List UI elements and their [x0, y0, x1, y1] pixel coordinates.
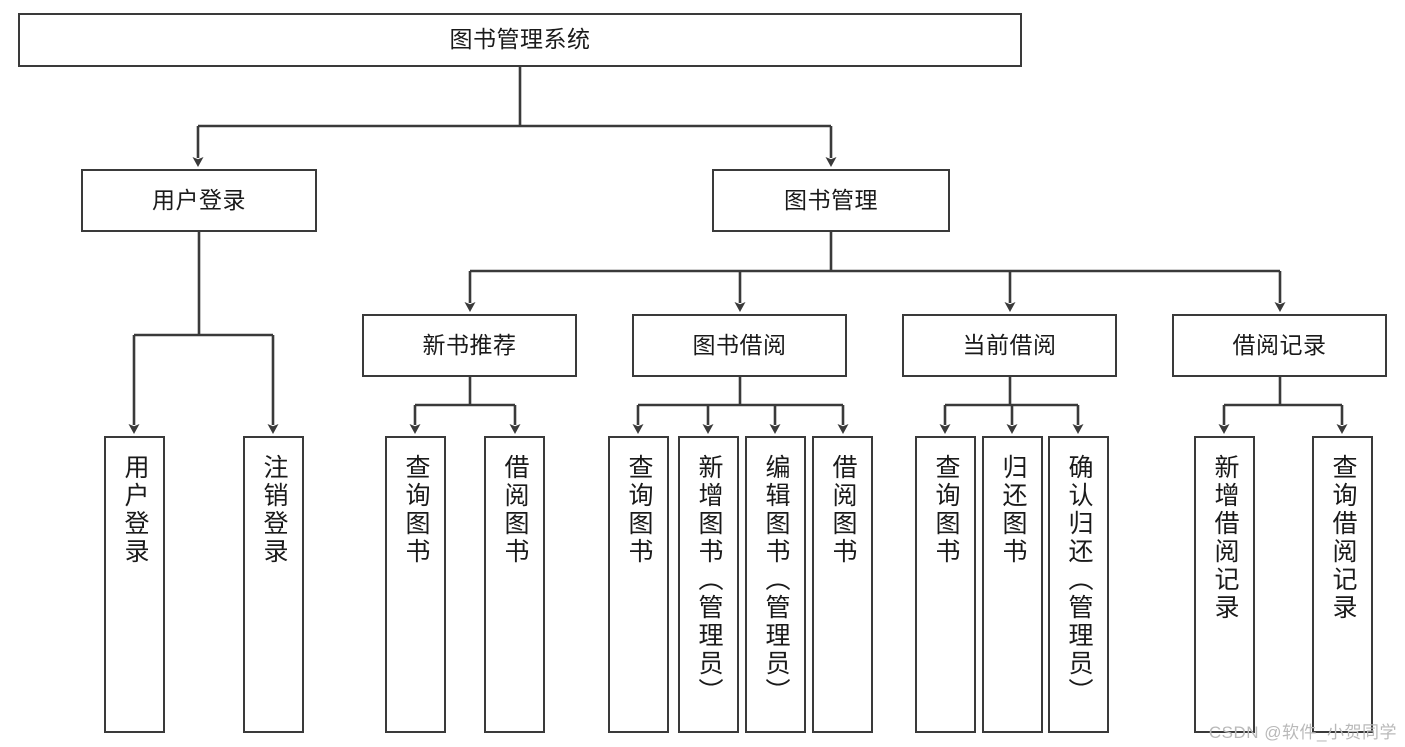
node-current-borrow[interactable]: 当前借阅: [902, 314, 1117, 377]
node-label: 查询图书: [402, 454, 430, 566]
node-label: 查询图书: [932, 454, 960, 566]
node-leaf-edit-book-admin[interactable]: 编辑图书（管理员）: [745, 436, 806, 733]
node-leaf-add-book-admin[interactable]: 新增图书（管理员）: [678, 436, 739, 733]
node-user-login[interactable]: 用户登录: [81, 169, 317, 232]
node-label: 新增借阅记录: [1211, 454, 1239, 622]
node-label: 用户登录: [121, 454, 149, 566]
node-book-management[interactable]: 图书管理: [712, 169, 950, 232]
node-leaf-return-book[interactable]: 归还图书: [982, 436, 1043, 733]
node-new-book-recommend[interactable]: 新书推荐: [362, 314, 577, 377]
node-leaf-query-book-3[interactable]: 查询图书: [915, 436, 976, 733]
node-book-borrow[interactable]: 图书借阅: [632, 314, 847, 377]
node-leaf-borrow-book-2[interactable]: 借阅图书: [812, 436, 873, 733]
watermark-text: CSDN @软件_小贺同学: [1208, 723, 1397, 742]
node-leaf-borrow-book-1[interactable]: 借阅图书: [484, 436, 545, 733]
node-label: 图书管理系统: [449, 26, 591, 53]
node-label: 当前借阅: [962, 331, 1057, 358]
node-leaf-query-book-2[interactable]: 查询图书: [608, 436, 669, 733]
node-leaf-query-borrow-record[interactable]: 查询借阅记录: [1312, 436, 1373, 733]
node-label: 新增图书（管理员）: [695, 454, 723, 706]
node-label: 借阅记录: [1232, 331, 1327, 358]
node-label: 查询借阅记录: [1329, 454, 1357, 622]
node-label: 确认归还（管理员）: [1065, 454, 1093, 706]
node-borrow-record[interactable]: 借阅记录: [1172, 314, 1387, 377]
node-label: 借阅图书: [501, 454, 529, 566]
node-leaf-query-book-1[interactable]: 查询图书: [385, 436, 446, 733]
node-label: 编辑图书（管理员）: [762, 454, 790, 706]
node-leaf-user-login[interactable]: 用户登录: [104, 436, 165, 733]
node-label: 用户登录: [152, 186, 246, 213]
node-label: 图书借阅: [692, 331, 787, 358]
node-label: 归还图书: [999, 454, 1027, 566]
node-label: 注销登录: [260, 454, 288, 566]
node-label: 查询图书: [625, 454, 653, 566]
node-label: 图书管理: [784, 186, 878, 213]
node-label: 新书推荐: [422, 331, 517, 358]
node-leaf-add-borrow-record[interactable]: 新增借阅记录: [1194, 436, 1255, 733]
node-system-root[interactable]: 图书管理系统: [18, 13, 1022, 67]
node-label: 借阅图书: [829, 454, 857, 566]
node-leaf-confirm-return-admin[interactable]: 确认归还（管理员）: [1048, 436, 1109, 733]
node-leaf-logout-login[interactable]: 注销登录: [243, 436, 304, 733]
